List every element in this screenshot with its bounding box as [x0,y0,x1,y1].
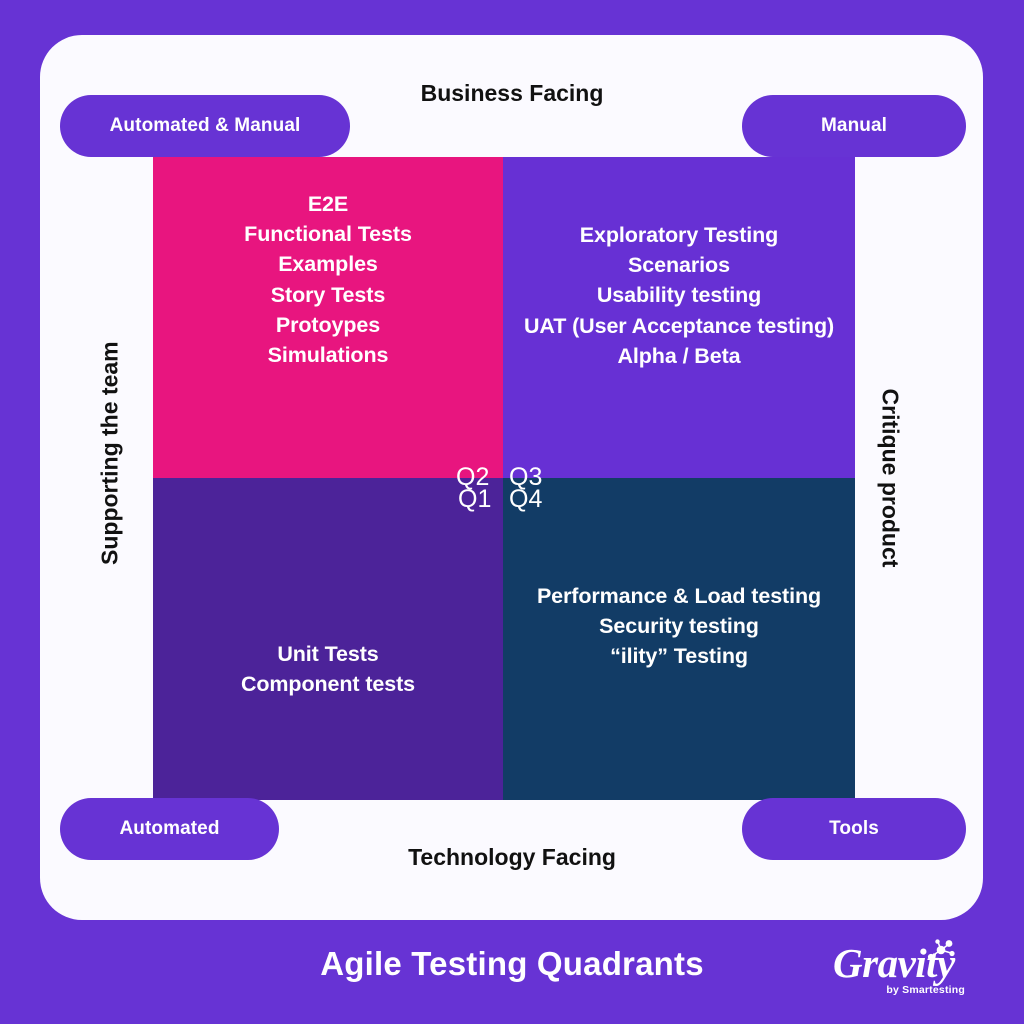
pill-automated[interactable]: Automated [60,798,279,860]
pill-automated-and-manual[interactable]: Automated & Manual [60,95,350,157]
quadrant-label-q4: Q4 [509,485,543,513]
quadrant-item: Exploratory Testing [579,223,779,248]
molecule-icon [927,939,955,961]
axis-label-critique-product: Critique product [877,388,904,568]
quadrant-item: Unit Tests [277,641,379,666]
logo-wordmark: Gravity [833,940,955,986]
quadrant-item: Story Tests [270,282,386,307]
quadrant-label-q3: Q3 [509,463,543,491]
axis-label-technology-facing: Technology Facing [408,844,616,870]
quadrant-item: Component tests [240,672,416,696]
axis-label-business-facing: Business Facing [420,80,604,106]
quadrant-item: UAT (User Acceptance testing) [523,313,835,338]
pill-manual[interactable]: Manual [742,95,966,157]
quadrant-label-q2: Q2 [456,463,490,491]
quadrant-item: Simulations [267,342,389,367]
quadrant-item: Security testing [599,613,759,638]
pill-tools[interactable]: Tools [742,798,966,860]
quadrant-item: Functional Tests [244,222,412,247]
quadrant-item: Scenarios [628,253,730,278]
quadrant-item: “ility” Testing [610,644,748,669]
quadrant-label-q1: Q1 [458,485,492,513]
gravity-logo: Gravity by Smartesting [833,939,973,1002]
quadrant-item: Usability testing [596,283,762,308]
quadrant-item: E2E [307,192,349,217]
page-title: Agile Testing Quadrants [320,945,704,982]
quadrant-item: Examples [278,252,378,277]
logo-tagline: by Smartesting [886,984,965,996]
quadrant-item: Protoypes [275,312,381,337]
quadrant-item: Performance & Load testing [536,583,822,608]
axis-label-supporting-the-team: Supporting the team [96,341,123,565]
quadrant-item: Alpha / Beta [617,343,741,368]
